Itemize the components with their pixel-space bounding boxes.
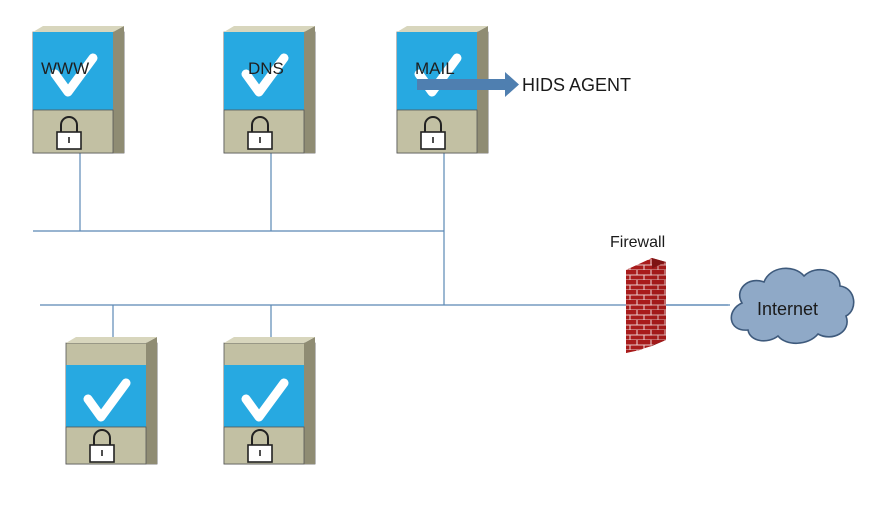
network-lines — [33, 153, 728, 343]
server-4 — [65, 337, 158, 465]
cloud-icon — [730, 267, 855, 345]
padlock-icon — [89, 429, 115, 463]
checkmark-icon — [50, 53, 98, 97]
firewall-label: Firewall — [610, 234, 665, 251]
server-label: DNS — [248, 59, 284, 78]
server-screen — [224, 32, 304, 110]
checkmark-icon — [241, 53, 289, 97]
server-screen — [33, 32, 113, 110]
checkmark-icon — [83, 378, 131, 422]
padlock-icon — [247, 116, 273, 150]
server-screen — [397, 32, 477, 110]
padlock-icon — [247, 429, 273, 463]
server-5 — [223, 337, 316, 465]
checkmark-icon — [241, 378, 289, 422]
server-label: WWW — [41, 59, 89, 78]
padlock-icon — [56, 116, 82, 150]
server-www: WWW — [32, 26, 125, 154]
internet-label: Internet — [757, 299, 818, 319]
server-label: MAIL — [415, 59, 455, 78]
firewall-icon — [626, 258, 666, 353]
server-mail: MAIL — [396, 26, 489, 154]
server-dns: DNS — [223, 26, 316, 154]
hids-agent-label: HIDS AGENT — [522, 75, 631, 95]
padlock-icon — [420, 116, 446, 150]
hids-arrow — [417, 72, 519, 97]
